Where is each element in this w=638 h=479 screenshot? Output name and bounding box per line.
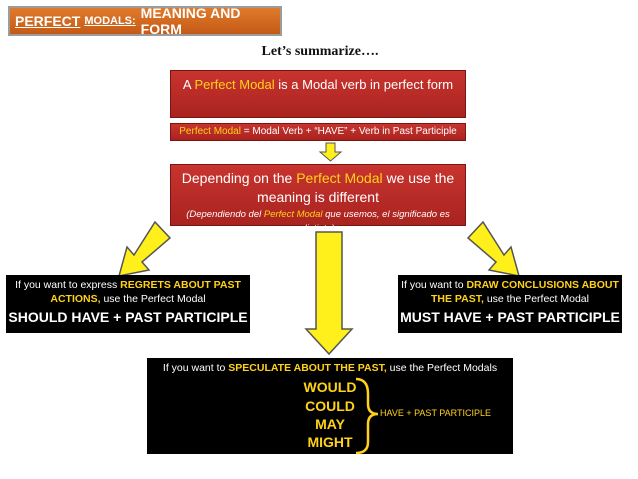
modal-might: MIGHT (307, 434, 353, 450)
conclusions-form: MUST HAVE + PAST PARTICIPLE (400, 309, 620, 325)
definition-box: A Perfect Modal is a Modal verb in perfe… (170, 70, 466, 118)
speculate-box: If you want to SPECULATE ABOUT THE PAST,… (147, 358, 513, 455)
modal-may: MAY (315, 416, 345, 432)
speculate-pre: If you want to (162, 362, 229, 374)
meaning-spanish: (Dependiendo del Perfect Modal que usemo… (171, 208, 465, 236)
speculate-intro: If you want to SPECULATE ABOUT THE PAST,… (147, 362, 513, 374)
regrets-box: If you want to express REGRETS ABOUT PAS… (6, 275, 250, 333)
meaning-term: Perfect Modal (296, 170, 383, 186)
conclusions-key: DRAW CONCLUSIONS ABOUT THE PAST, (431, 279, 619, 305)
conclusions-pre: If you want to (401, 279, 467, 291)
down-arrow-center (304, 231, 354, 356)
title-part2: MODALS: (84, 15, 136, 27)
meaning-pre: Depending on the (181, 170, 297, 186)
regrets-form: SHOULD HAVE + PAST PARTICIPLE (8, 309, 248, 325)
title-part3: MEANING AND FORM (140, 5, 241, 37)
regrets-pre: If you want to express (15, 279, 121, 291)
spanish-pre: (Dependiendo del (186, 209, 264, 220)
brace-icon (355, 377, 379, 455)
regrets-key: REGRETS ABOUT PAST ACTIONS, (50, 279, 241, 305)
regrets-post: use the Perfect Modal (100, 293, 206, 305)
arrow-left-diagonal (117, 220, 172, 277)
modal-would: WOULD (303, 379, 357, 395)
meaning-box: Depending on the Perfect Modal we use th… (170, 164, 466, 234)
modal-could: COULD (305, 398, 355, 414)
speculate-key: SPECULATE ABOUT THE PAST, (228, 362, 387, 374)
definition-pre: A (182, 77, 195, 92)
summary-heading: Let’s summarize…. (261, 44, 379, 59)
page-title: PERFECT MODALS: MEANING AND FORM (8, 5, 282, 37)
speculate-post: use the Perfect Modals (386, 362, 498, 374)
speculate-form: HAVE + PAST PARTICIPLE (380, 408, 491, 418)
formula-rest: = Modal Verb + “HAVE” + Verb in Past Par… (240, 126, 457, 137)
spanish-term: Perfect Modal (263, 209, 323, 220)
conclusions-box: If you want to DRAW CONCLUSIONS ABOUT TH… (398, 275, 622, 333)
formula-term: Perfect Modal (179, 126, 241, 137)
definition-term: Perfect Modal (194, 77, 275, 92)
formula-box: Perfect Modal = Modal Verb + “HAVE” + Ve… (170, 123, 466, 141)
meaning-post: we use the meaning is different (257, 170, 455, 205)
arrow-right-diagonal (466, 220, 521, 277)
down-arrow-small (318, 142, 343, 162)
spanish-post: que usemos, el significado es distinto) (301, 209, 450, 234)
conclusions-post: use the Perfect Modal (483, 293, 589, 305)
definition-post: is a Modal verb in perfect form (274, 77, 454, 92)
title-part1: PERFECT (15, 13, 81, 29)
